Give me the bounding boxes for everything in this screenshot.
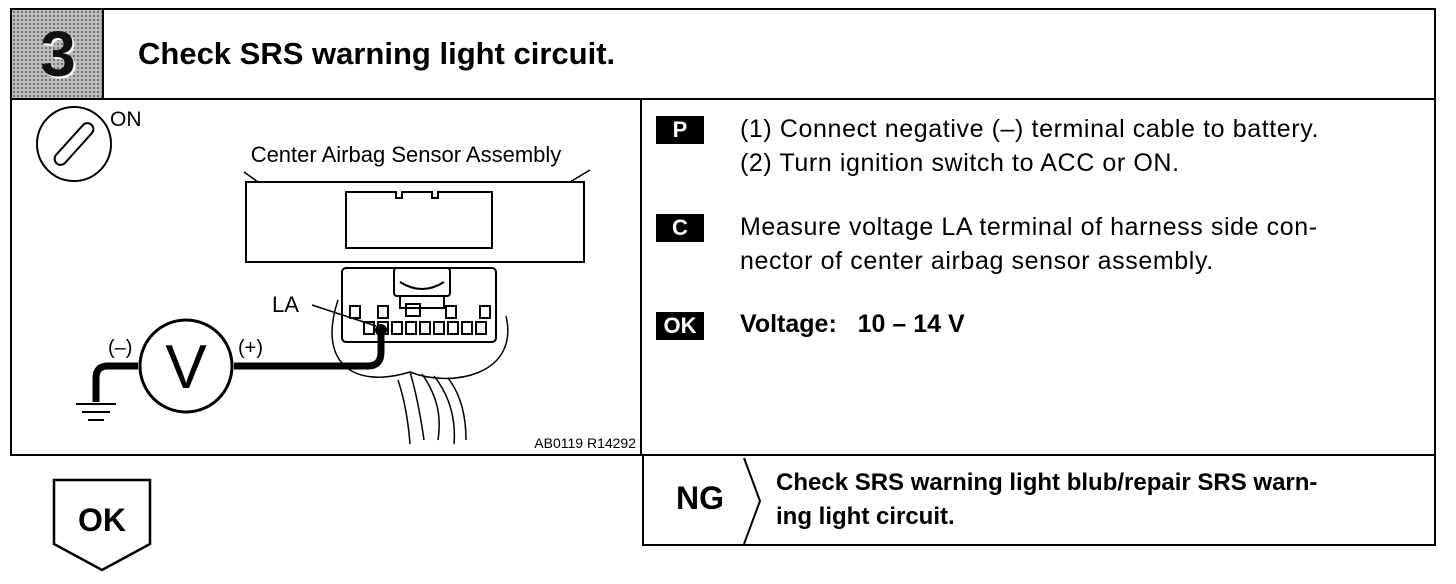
ok-label: OK [78,502,126,538]
ng-label: NG [676,480,724,516]
wire-harness-icon [331,299,509,445]
step-badge [12,10,104,98]
ok-arrow-icon [52,478,152,572]
ng-action-line-1: Check SRS warning light blub/repair SRS … [776,469,1318,496]
assembly-label: Center Airbag Sensor Assembly [251,142,562,167]
ok-badge: OK [656,312,704,340]
main-box [10,98,1436,456]
voltmeter-icon: V [138,318,234,414]
ground-icon [76,403,116,421]
step-number: 3 [40,18,76,90]
c-step-line-1: Measure voltage LA terminal of harness s… [740,213,1318,241]
p-badge-label: P [672,117,688,142]
voltmeter-symbol: V [165,333,207,402]
ignition-on-label: ON [110,108,142,131]
page-title: Check SRS warning light circuit. [138,36,616,71]
c-badge: C [656,214,704,242]
terminal-la-label: LA [272,292,299,317]
ignition-key-icon [36,106,112,182]
ok-badge-label: OK [663,313,697,338]
figure-id: AB0119 R14292 [534,435,636,451]
p-step-2: (2) Turn ignition switch to ACC or ON. [740,149,1180,177]
positive-probe-label: (+) [238,337,263,359]
p-badge: P [656,116,704,144]
voltage-spec: Voltage: 10 – 14 V [740,310,965,338]
c-badge-label: C [672,215,688,240]
negative-probe-label: (–) [108,337,132,359]
ng-action-line-2: ing light circuit. [776,503,955,530]
ng-action: Check SRS warning light blub/repair SRS … [776,466,1317,534]
ng-result-box [642,454,1436,546]
sensor-assembly-icon [245,181,585,263]
header-box [10,8,1436,100]
connector-icon [341,267,497,343]
wiring-diagram: ON Center Airbag Sensor Assembly [36,106,636,451]
ng-chevron-icon [743,457,762,545]
column-divider [640,98,642,456]
c-step-line-2: nector of center airbag sensor assembly. [740,247,1214,275]
p-step-1: (1) Connect negative (–) terminal cable … [740,115,1320,143]
